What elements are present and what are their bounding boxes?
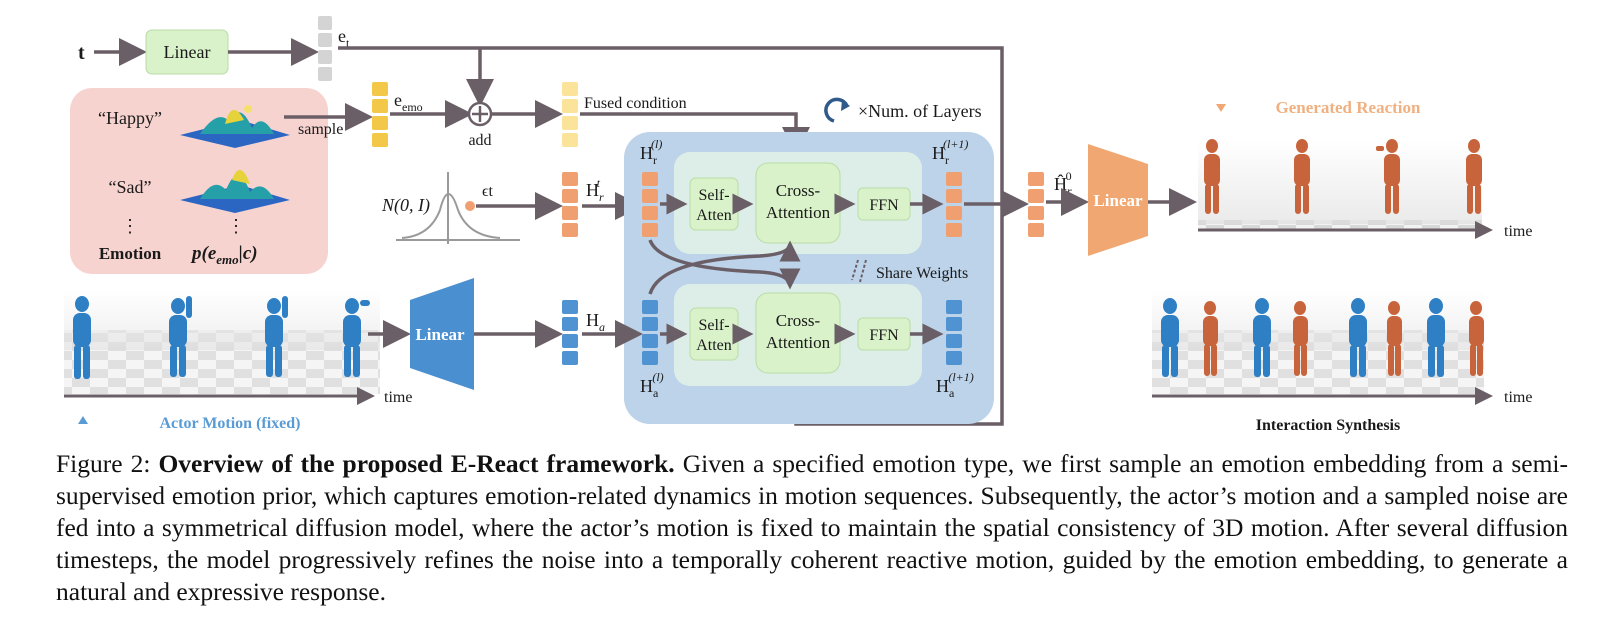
interaction-time-label: time — [1504, 389, 1532, 406]
loop-icon — [824, 97, 850, 123]
emotion-label: Emotion — [99, 244, 162, 263]
h-r-l1-tokens — [946, 172, 962, 237]
h-r-l1-label: Hr(l+1) — [932, 137, 968, 167]
actor-motion-scene — [64, 290, 380, 394]
self-atten-label-r2: Atten — [696, 207, 732, 224]
output-linear-label: Linear — [1093, 191, 1143, 210]
generated-reaction-label: Generated Reaction — [1276, 98, 1421, 117]
figure-caption: Figure 2: Overview of the proposed E-Rea… — [56, 448, 1568, 608]
self-atten-label-a1: Self- — [698, 317, 729, 334]
generated-reaction-scene — [1198, 140, 1482, 230]
emotion-vdots: ⋮ — [121, 216, 139, 236]
actor-time-label: time — [384, 389, 412, 406]
emotion-sad-label: “Sad” — [109, 177, 152, 197]
share-weights-label: Share Weights — [876, 265, 968, 282]
actor-linear-label: Linear — [415, 325, 465, 344]
h-hat-label: Ĥr0 — [1054, 169, 1072, 198]
h-r-l-label: Hr(l) — [640, 137, 662, 167]
framework-diagram: t Linear et “Happy” “Sad” ⋮ Emotion ⋮ p(… — [64, 16, 1532, 434]
h-a-l1-label: Ha(l+1) — [936, 370, 974, 400]
fused-condition-tokens — [562, 82, 578, 147]
reaction-time-label: time — [1504, 223, 1532, 240]
ffn-label-actor: FFN — [869, 327, 899, 344]
h-hat-tokens — [1028, 172, 1044, 237]
cross-attn-label-a2: Attention — [766, 333, 831, 352]
h-a-label: Ha — [586, 310, 605, 334]
h-r-t-label: Hrt — [586, 176, 604, 204]
timestep-input: t — [78, 42, 85, 64]
e-t-label: et — [338, 26, 350, 50]
sample-label: sample — [298, 121, 343, 138]
actor-embedding-tokens — [562, 300, 578, 365]
cross-attn-label-a1: Cross- — [776, 311, 821, 330]
e-emo-label: eemo — [394, 90, 423, 114]
interaction-synthesis-label: Interaction Synthesis — [1256, 417, 1400, 434]
emotion-happy-label: “Happy” — [98, 108, 162, 128]
ffn-label-reaction: FFN — [869, 197, 899, 214]
add-label: add — [468, 132, 491, 149]
self-atten-label-r1: Self- — [698, 187, 729, 204]
noisy-reaction-tokens — [562, 172, 578, 237]
emotion-embedding-tokens — [372, 82, 388, 147]
self-atten-label-a2: Atten — [696, 337, 732, 354]
fused-condition-label: Fused condition — [584, 95, 687, 112]
actor-marker-icon — [78, 416, 88, 424]
cross-attn-label-r1: Cross- — [776, 181, 821, 200]
prior-vdots: ⋮ — [227, 216, 245, 236]
emotion-prior-formula: p(eemo|c) — [190, 243, 258, 267]
output-linear-trapezoid — [1088, 144, 1148, 256]
caption-body: Given a specified emotion type, we first… — [56, 449, 1568, 606]
actor-figures-icon — [73, 296, 370, 379]
actor-linear-trapezoid — [410, 278, 474, 390]
interaction-figures-icon — [1161, 298, 1484, 377]
reaction-marker-icon — [1216, 104, 1226, 112]
cross-attn-label-r2: Attention — [766, 203, 831, 222]
epsilon-t-label: ϵt — [482, 183, 493, 200]
h-r-l-tokens — [642, 172, 658, 237]
share-weights-arrows — [851, 259, 867, 283]
h-a-l1-tokens — [946, 300, 962, 365]
caption-title: Overview of the proposed E-React framewo… — [158, 449, 675, 478]
timestep-linear-label: Linear — [164, 42, 211, 62]
h-a-l-label: Ha(l) — [640, 370, 664, 400]
add-operator-icon — [467, 101, 493, 127]
reaction-figures-icon — [1204, 139, 1482, 214]
sad-distribution-surface-icon — [180, 169, 290, 213]
happy-distribution-surface-icon — [180, 105, 290, 148]
actor-motion-label: Actor Motion (fixed) — [160, 415, 301, 432]
timestep-embedding-tokens — [318, 16, 332, 81]
caption-prefix: Figure 2: — [56, 449, 159, 478]
noise-distribution-label: N(0, I) — [381, 195, 430, 216]
h-a-l-tokens — [642, 300, 658, 365]
gaussian-noise-icon — [396, 172, 520, 244]
num-layers-label: ×Num. of Layers — [858, 101, 982, 121]
